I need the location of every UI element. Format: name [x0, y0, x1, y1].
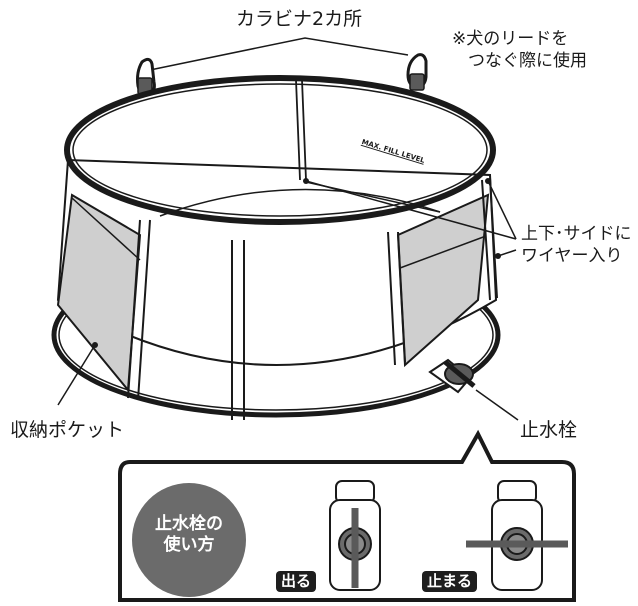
- drain-valve-icon: [428, 358, 476, 394]
- drain-label: 止水栓: [520, 419, 578, 441]
- carabiner-label: カラビナ2カ所: [236, 8, 363, 30]
- usage-badge-line2: 使い方: [163, 535, 215, 556]
- usage-badge-line1: 止水栓の: [155, 514, 223, 534]
- valve-open-illustration: [329, 480, 381, 591]
- leash-note-line2: つなぐ際に使用: [468, 51, 587, 71]
- wire-label-line1: 上下･サイドに: [521, 224, 632, 244]
- carabiner-right-icon: [406, 53, 428, 91]
- valve-closed-illustration: [466, 480, 568, 591]
- leader-lines: [57, 180, 519, 421]
- top-rim: [64, 75, 496, 225]
- wire-label-line2: ワイヤー入り: [521, 246, 623, 266]
- pocket-label: 収納ポケット: [10, 419, 125, 441]
- leash-note-line1: ※犬のリードを: [452, 29, 569, 49]
- open-label: 出る: [276, 571, 317, 592]
- usage-badge-text: 止水栓の 使い方: [132, 514, 246, 557]
- usage-badge: [132, 483, 246, 597]
- pool-body: [51, 79, 501, 420]
- carabiner-left-icon: [136, 57, 156, 96]
- closed-label: 止まる: [422, 571, 478, 592]
- carabiner-leader-lines: [149, 37, 409, 71]
